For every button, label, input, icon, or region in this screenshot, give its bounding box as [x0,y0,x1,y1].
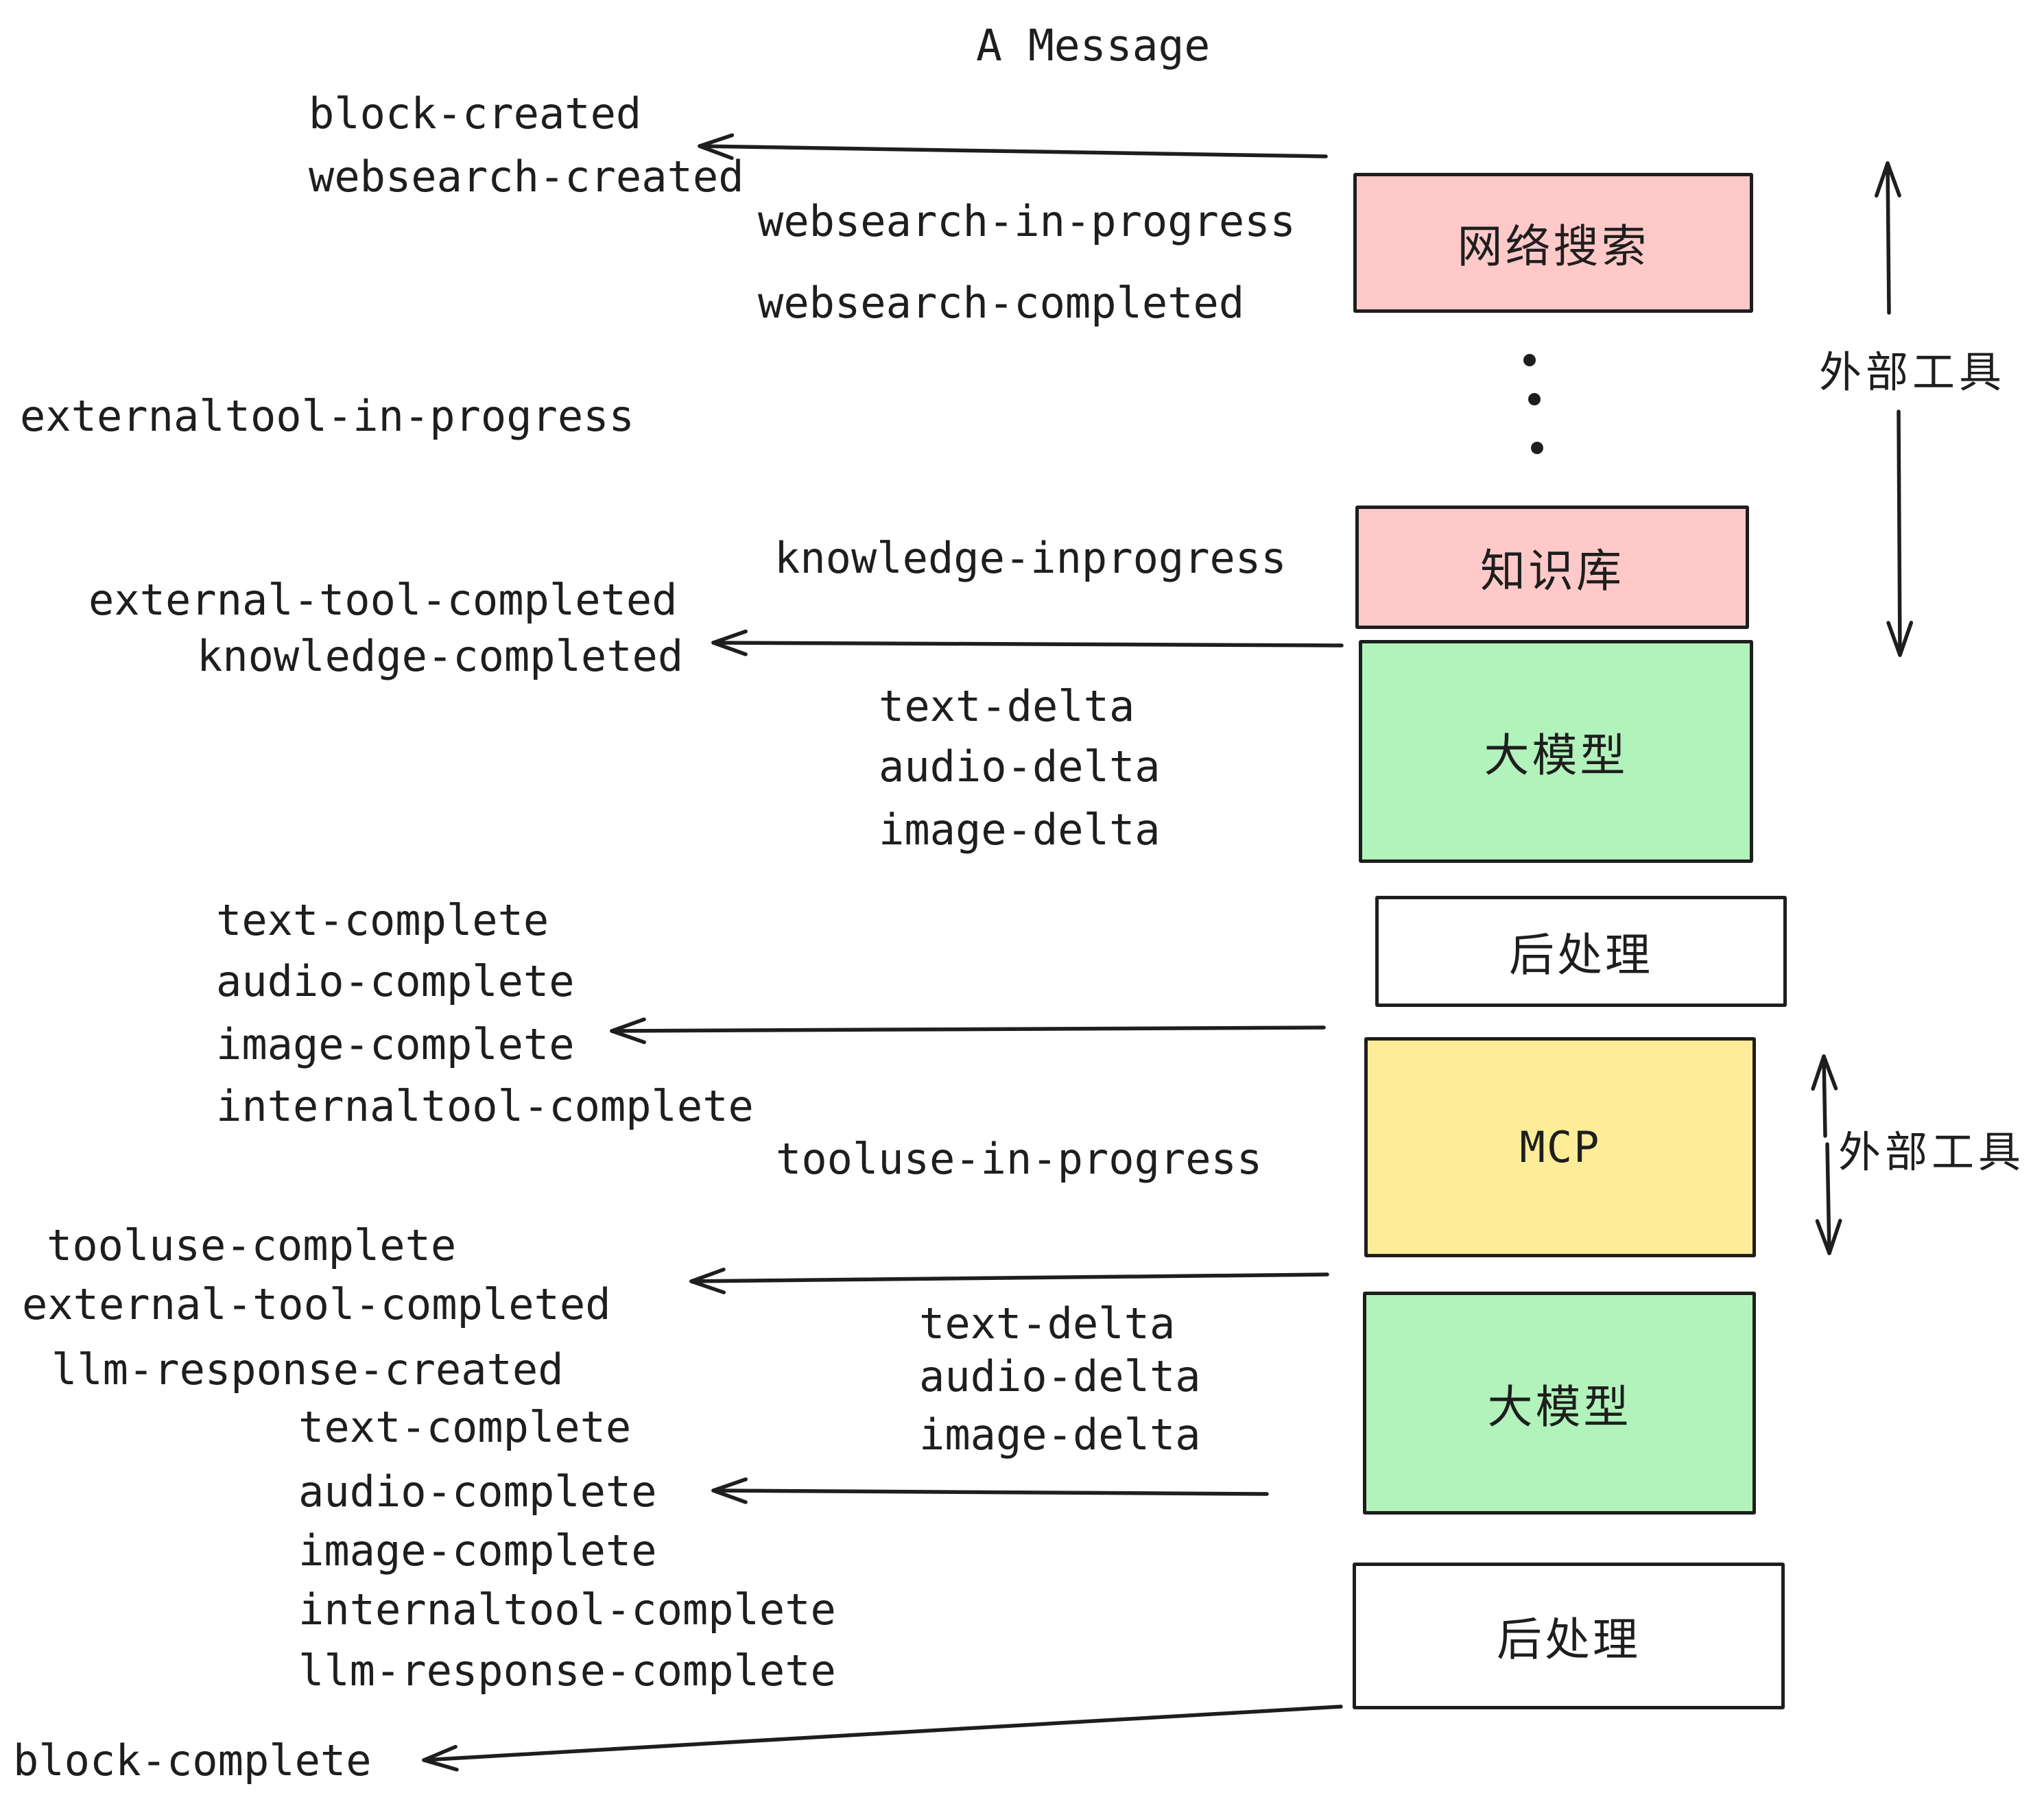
event-label-audio-delta-9: audio-delta [879,741,1161,792]
event-label-text-delta-8: text-delta [879,681,1135,731]
arrow-to-block-complete-shaft [422,1705,1343,1762]
event-label-audio-delta-20: audio-delta [919,1351,1201,1401]
arrow-to-block-created-head [698,133,735,148]
event-label-audio-complete-12: audio-complete [216,956,575,1006]
event-label-websearch-completed-3: websearch-completed [758,278,1245,328]
event-label-block-created-0: block-created [309,88,642,139]
arrow-to-knowledge-completed-head [711,629,748,645]
event-label-knowledge-completed-7: knowledge-completed [197,631,684,681]
box-mcp-label: MCP [1519,1122,1601,1172]
arrow-to-external-tool-completed [689,1268,1329,1294]
arrow-to-image-complete-shaft [610,1025,1326,1033]
event-label-image-complete-13: image-complete [216,1019,575,1069]
external-tools-arrow-up-2-head [1811,1054,1826,1091]
box-llm-1: 大模型 [1359,640,1753,863]
external-tools-arrow-up-2 [1811,1054,1838,1138]
box-mcp: MCP [1364,1037,1756,1257]
arrow-to-audio-complete-head [711,1488,748,1504]
box-knowledge: 知识库 [1355,506,1749,629]
ellipsis-dots-icon [1523,354,1543,454]
event-label-tooluse-complete-16: tooluse-complete [47,1220,457,1270]
box-post-processing-1: 后处理 [1375,896,1787,1007]
box-websearch: 网络搜索 [1353,173,1753,313]
external-tools-arrow-up-1 [1875,161,1901,315]
arrow-to-block-created-shaft [698,144,1328,158]
event-label-internaltool-complete-25: internaltool-complete [298,1585,836,1635]
page-title: A Message [976,21,1211,71]
box-llm-2-label: 大模型 [1487,1381,1632,1432]
external-tools-arrow-down-1-head [1886,621,1902,657]
event-label-external-tool-completed-17: external-tool-completed [22,1279,611,1329]
external-tools-arrow-down-2-head [1827,1218,1842,1255]
arrow-to-external-tool-completed-shaft [689,1272,1329,1283]
box-llm-2: 大模型 [1363,1292,1756,1515]
ellipsis-dot [1523,354,1536,366]
external-tools-arrow-up-1-head [1886,161,1901,198]
arrow-to-external-tool-completed-head [689,1268,726,1283]
event-label-websearch-created-1: websearch-created [309,152,744,202]
box-websearch-label: 网络搜索 [1457,221,1650,272]
box-post-processing-2-label: 后处理 [1497,1614,1641,1665]
event-label-websearch-in-progress-2: websearch-in-progress [758,196,1296,246]
external-tools-label-2: 外部工具 [1838,1129,2025,1176]
arrow-to-block-complete-head [422,1744,457,1762]
event-label-image-complete-24: image-complete [298,1526,657,1576]
external-tools-label-1: 外部工具 [1819,349,2006,396]
event-label-image-delta-10: image-delta [879,805,1161,855]
event-label-external-tool-completed-6: external-tool-completed [88,575,678,625]
external-tools-arrow-down-2-shaft [1825,1142,1831,1255]
arrow-to-image-complete [610,1017,1326,1045]
event-label-tooluse-in-progress-15: tooluse-in-progress [776,1134,1263,1184]
arrow-to-block-complete [422,1705,1343,1772]
arrow-to-knowledge-completed [711,629,1344,656]
external-tools-arrow-down-1 [1886,410,1914,657]
arrow-to-audio-complete [711,1477,1269,1504]
event-label-internaltool-complete-14: internaltool-complete [216,1081,754,1131]
event-label-llm-response-complete-26: llm-response-complete [298,1646,836,1696]
arrow-to-block-created [698,133,1328,161]
box-post-processing-2: 后处理 [1353,1563,1785,1709]
arrow-to-knowledge-completed-shaft [711,641,1344,648]
arrow-to-external-tool-completed-head [689,1279,726,1294]
arrow-to-image-complete-head [610,1017,646,1033]
external-tools-arrow-down-2-head [1815,1219,1831,1255]
arrow-to-knowledge-completed-head [711,641,748,656]
event-label-knowledge-inprogress-5: knowledge-inprogress [774,533,1287,583]
event-label-llm-response-created-18: llm-response-created [51,1344,564,1394]
box-post-processing-1-label: 后处理 [1509,929,1653,980]
event-label-image-delta-21: image-delta [919,1410,1201,1460]
event-label-audio-complete-23: audio-complete [298,1467,657,1517]
box-llm-1-label: 大模型 [1484,729,1628,781]
external-tools-arrow-down-1-head [1898,621,1914,657]
external-tools-arrow-up-1-shaft [1886,161,1891,315]
box-knowledge-label: 知识库 [1480,545,1624,596]
ellipsis-dot [1531,442,1543,454]
arrow-to-image-complete-head [610,1029,646,1045]
external-tools-arrow-down-1-shaft [1897,410,1902,657]
external-tools-arrow-up-2-shaft [1822,1054,1827,1138]
ellipsis-dot [1528,393,1541,405]
external-tools-arrow-down-2 [1815,1142,1842,1255]
event-label-block-complete-27: block-complete [13,1735,372,1785]
external-tools-arrow-up-2-head [1822,1054,1838,1091]
arrow-to-audio-complete-head [711,1477,748,1493]
event-label-text-complete-11: text-complete [216,895,549,945]
event-label-text-delta-19: text-delta [919,1298,1176,1349]
arrow-to-audio-complete-shaft [711,1488,1269,1496]
event-label-text-complete-22: text-complete [298,1402,632,1452]
event-label-externaltool-in-progress-4: externaltool-in-progress [20,391,634,441]
arrow-to-block-complete-head [422,1758,459,1772]
external-tools-arrow-up-1-head [1875,161,1890,198]
